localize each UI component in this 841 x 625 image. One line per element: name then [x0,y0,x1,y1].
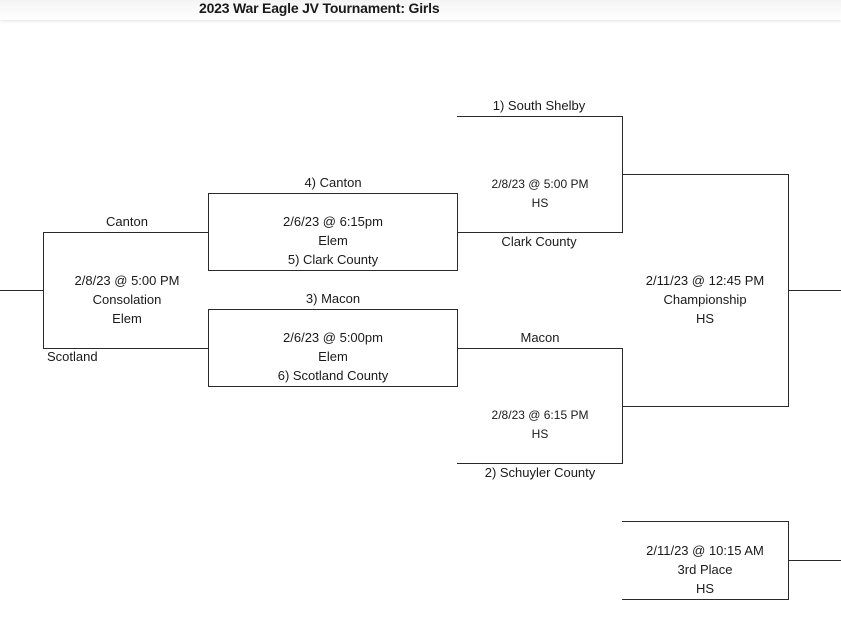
team-semi-clark: Clark County [501,234,577,249]
bracket-line [457,463,622,464]
header-band [0,0,841,20]
bracket-line [43,232,44,349]
bracket-line [622,599,788,600]
team-semi-macon: Macon [520,330,560,345]
game-qf2: 2/6/23 @ 5:00pm Elem 6) Scotland County [278,328,389,385]
team-seed4: 4) Canton [304,175,362,190]
bracket-line [0,290,43,291]
bracket-line [208,309,209,387]
game-semi1: 2/8/23 @ 5:00 PM HS [492,175,589,213]
game-round: Championship [663,292,747,307]
game-date: 2/11/23 @ 12:45 PM [645,273,765,288]
game-round: Consolation [92,292,162,307]
bracket-line [208,270,457,271]
page-title: 2023 War Eagle JV Tournament: Girls [199,0,440,16]
game-site: Elem [318,349,348,364]
game-qf1: 2/6/23 @ 6:15pm Elem 5) Clark County [283,212,383,269]
game-site: HS [531,427,549,441]
bracket-line [208,193,457,194]
game-date: 2/8/23 @ 5:00 PM [491,177,589,191]
game-site: Elem [112,311,142,326]
game-semi2: 2/8/23 @ 6:15 PM HS [492,406,589,444]
bracket-line [43,232,208,233]
bracket-line [208,386,457,387]
game-date: 2/6/23 @ 5:00pm [283,330,383,345]
bracket-line [788,290,841,291]
team-seed3: 3) Macon [305,291,361,306]
game-site: HS [695,581,715,596]
game-date: 2/8/23 @ 6:15 PM [491,408,589,422]
game-round: 3rd Place [677,562,733,577]
bracket-line [208,309,457,310]
team-seed1: 1) South Shelby [492,98,586,113]
team-seed5: 5) Clark County [287,252,379,267]
game-site: Elem [318,233,348,248]
bracket-line [208,193,209,271]
bracket-line [622,406,788,407]
team-seed6: 6) Scotland County [277,368,389,383]
game-date: 2/8/23 @ 5:00 PM [74,273,180,288]
bracket-line [622,521,788,522]
bracket-line [43,348,208,349]
bracket-line [457,232,622,233]
team-seed2: 2) Schuyler County [484,465,596,480]
team-qf-canton: Canton [106,214,148,229]
game-date: 2/6/23 @ 6:15pm [283,214,383,229]
game-site: HS [695,311,715,326]
game-championship: 2/11/23 @ 12:45 PM Championship HS [646,271,764,328]
bracket-line [457,116,622,117]
game-third-place: 2/11/23 @ 10:15 AM 3rd Place HS [646,541,764,598]
game-date: 2/11/23 @ 10:15 AM [646,543,764,558]
bracket-line [622,174,788,175]
team-qf-scotland: Scotland [47,349,98,364]
bracket-line [788,560,841,561]
game-consolation: 2/8/23 @ 5:00 PM Consolation Elem [75,271,180,328]
bracket-line [457,348,622,349]
game-site: HS [531,196,549,210]
